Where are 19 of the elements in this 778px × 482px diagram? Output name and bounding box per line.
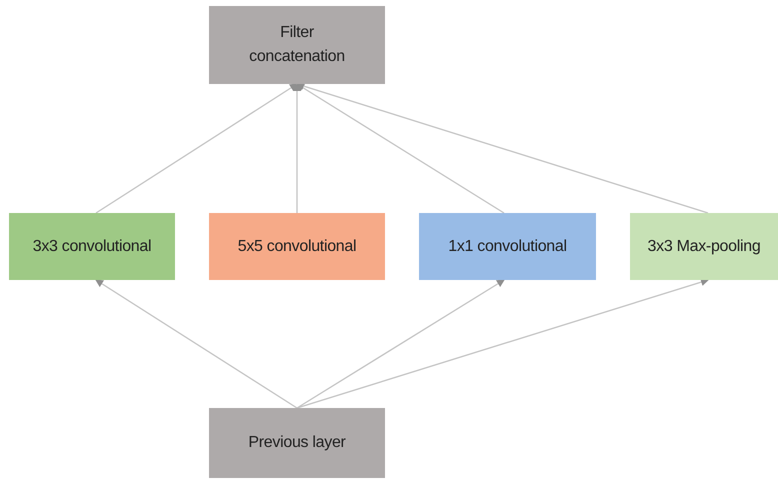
layer-box: [419, 213, 596, 280]
layer-label: 3x3 convolutional: [32, 236, 152, 256]
arrow: [296, 82, 708, 214]
layer-label: 1x1 convolutional: [448, 236, 567, 256]
layer-box: [630, 213, 778, 280]
layer-box: [209, 213, 385, 280]
layer-label: Filter concatenation: [248, 23, 346, 67]
layer-label: Previous layer: [248, 433, 346, 453]
arrow: [296, 83, 504, 214]
layer-label: 3x3 Max-pooling: [648, 236, 760, 256]
arrow: [95, 279, 298, 409]
layer-label: 5x5 convolutional: [238, 236, 356, 256]
arrow: [296, 278, 709, 409]
arrow: [293, 83, 301, 213]
arrow: [96, 83, 298, 214]
layer-box: [209, 408, 385, 478]
arrow: [296, 279, 505, 409]
layer-box: [9, 213, 175, 280]
layer-box: [209, 6, 385, 84]
